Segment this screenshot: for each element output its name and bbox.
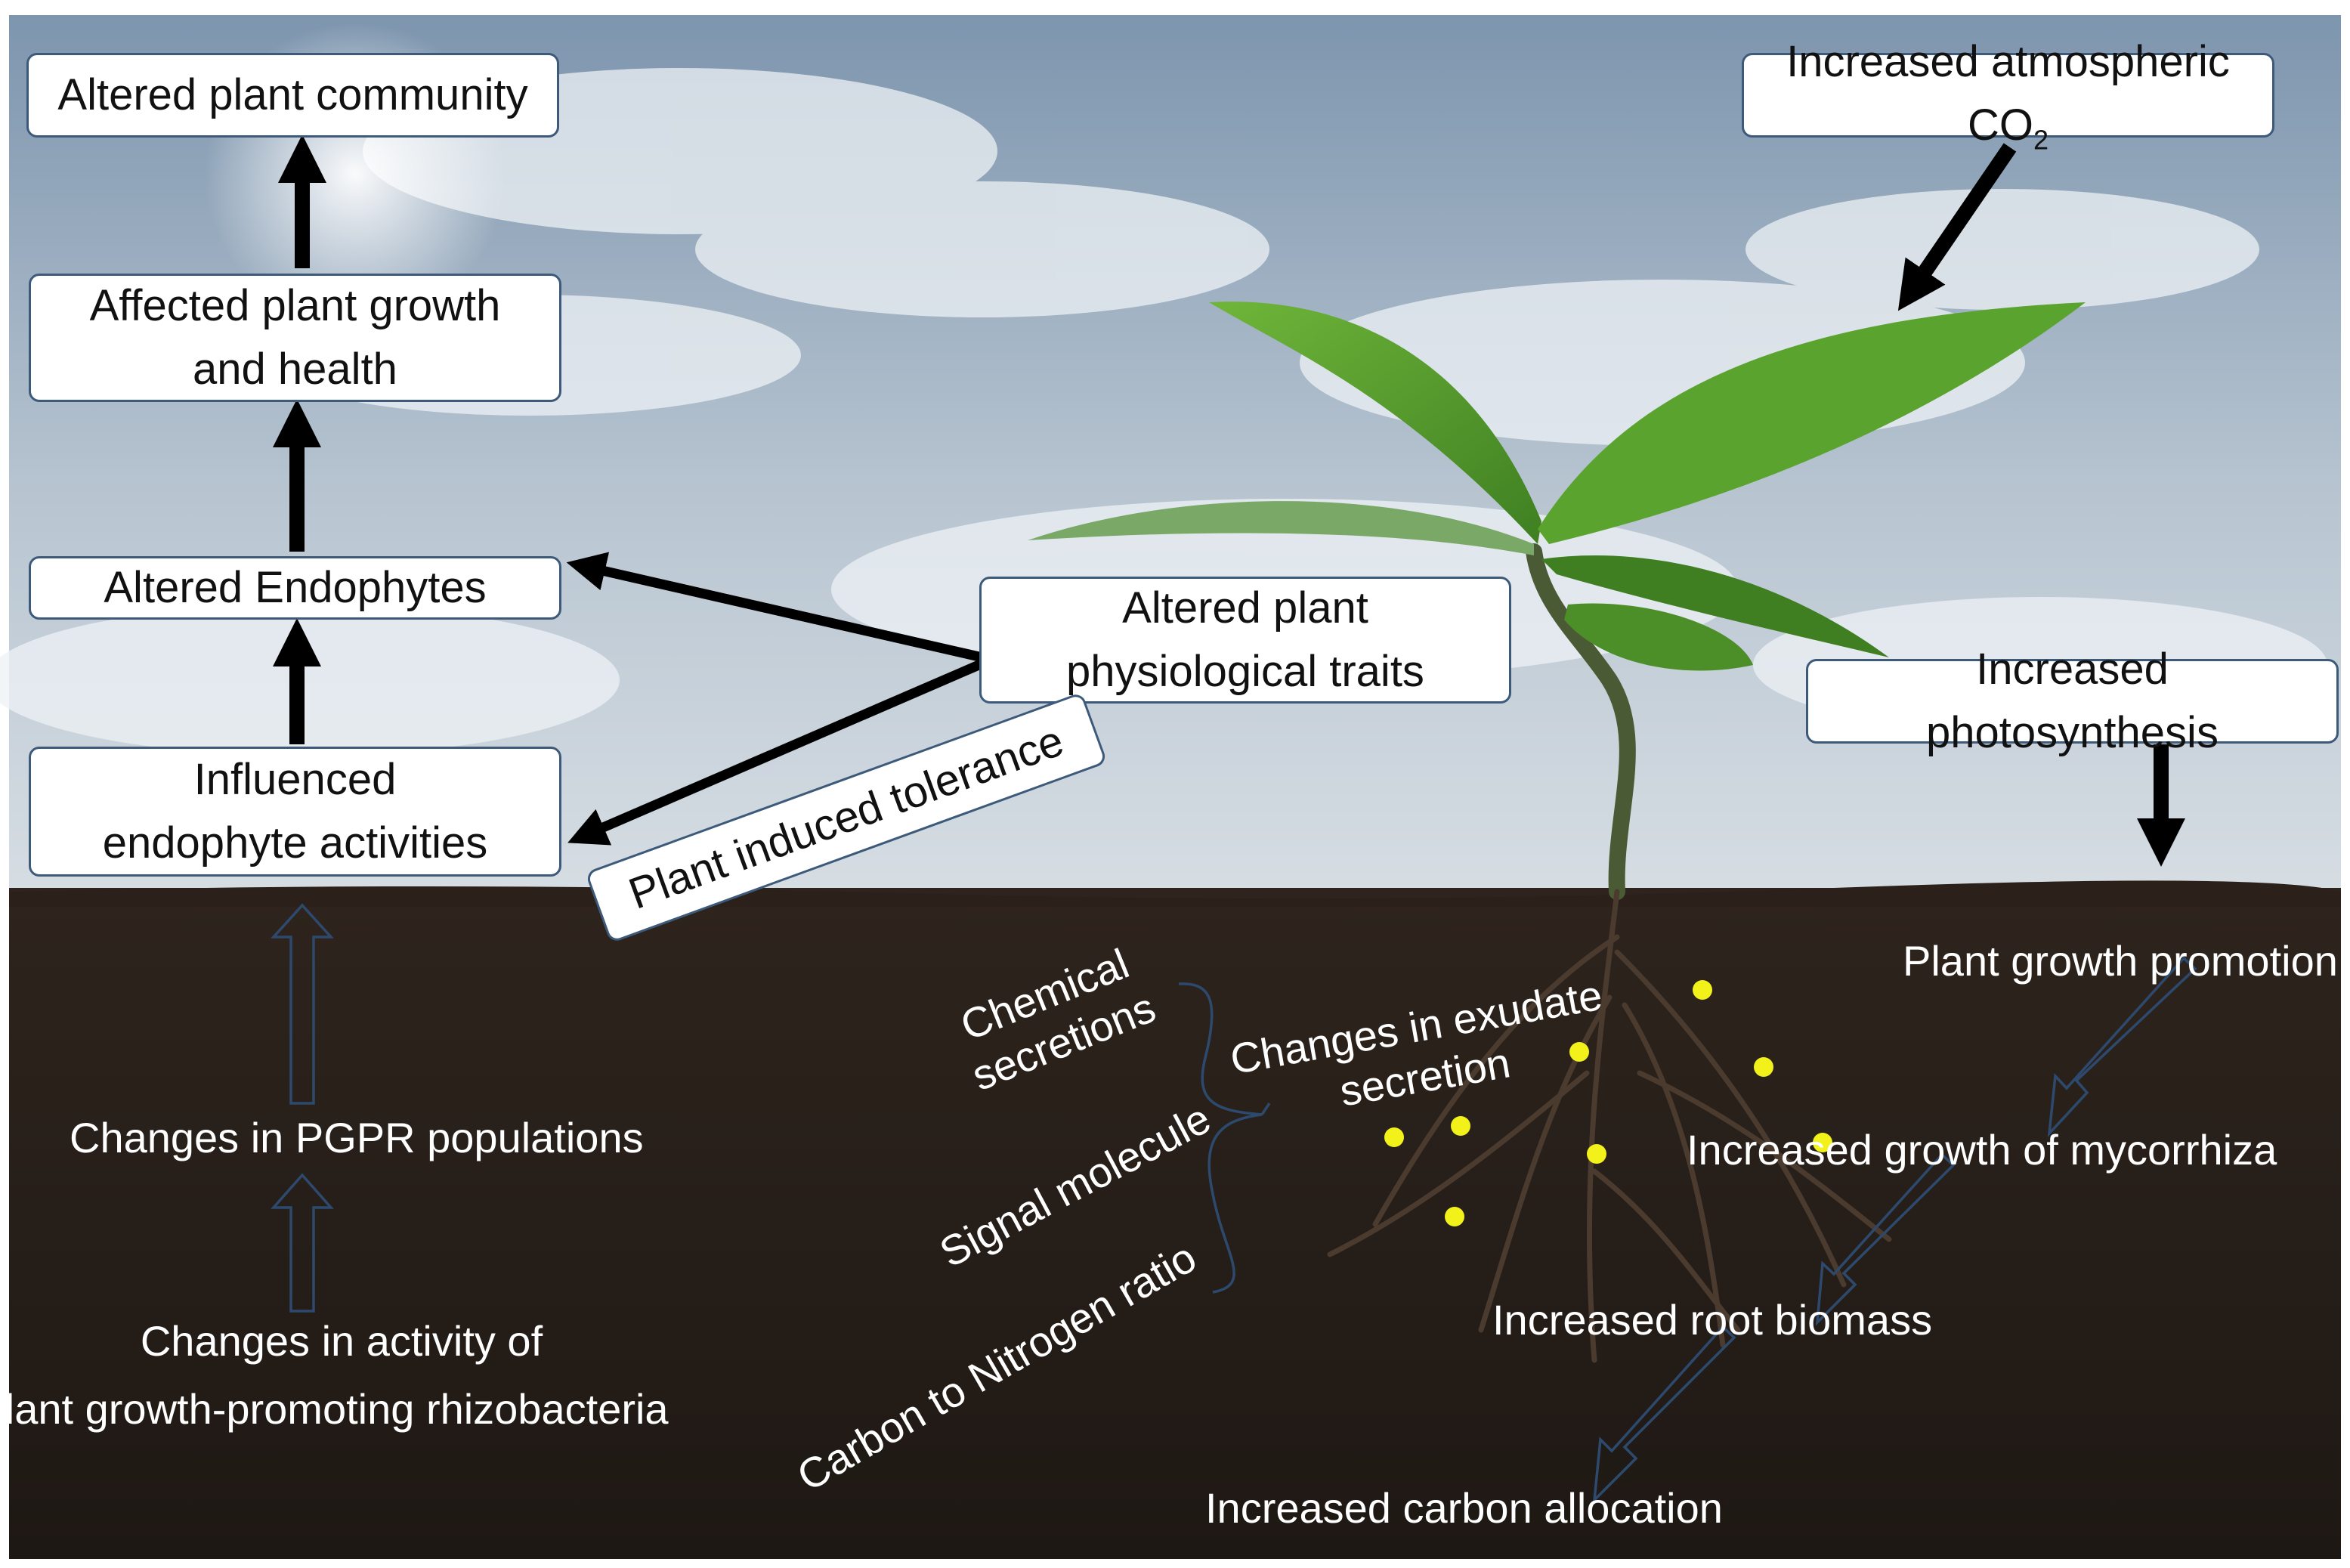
increased-carbon-allocation-label: Increased carbon allocation bbox=[1205, 1484, 1723, 1532]
soil-background bbox=[9, 888, 2341, 1559]
plant-stem bbox=[1526, 543, 1636, 900]
altered-endophytes-box: Altered Endophytes bbox=[29, 556, 561, 620]
influenced-endophyte-activities-box: Influenced endophyte activities bbox=[29, 747, 561, 877]
increased-growth-mycorrhiza-label: Increased growth of mycorrhiza bbox=[1687, 1126, 2277, 1174]
increased-co2-box: Increased atmospheric CO2 bbox=[1742, 37, 2274, 156]
affected-plant-growth-box: Affected plant growth and health bbox=[29, 274, 561, 402]
arrow-traits-to-activities bbox=[567, 659, 985, 846]
hollow-arrow-biomass-to-carbon bbox=[1592, 1325, 1736, 1504]
increased-co2-text: Increased atmospheric CO bbox=[1786, 37, 2230, 150]
altered-plant-community-label: Altered plant community bbox=[57, 70, 528, 119]
altered-physiological-traits-box: Altered plant physiological traits bbox=[979, 577, 1511, 704]
plant-leaves bbox=[1028, 302, 2086, 671]
plant-growth-promotion-label: Plant growth promotion bbox=[1903, 937, 2338, 985]
traits-arrows bbox=[566, 552, 985, 846]
grouping-brace bbox=[1178, 982, 1263, 1294]
changes-pgpr-populations-label: Changes in PGPR populations bbox=[70, 1114, 644, 1161]
brace-to-exudate bbox=[1260, 1103, 1271, 1115]
arrow-co2-to-plant bbox=[1897, 143, 2017, 311]
increased-co2-label: Increased atmospheric CO2 bbox=[1762, 30, 2254, 160]
plant-roots bbox=[1327, 889, 1892, 1363]
exudate-dots bbox=[1384, 980, 1832, 1226]
increased-photosynthesis-label: Increased photosynthesis bbox=[1926, 644, 2219, 757]
affected-plant-growth-label: Affected plant growth and health bbox=[89, 280, 501, 394]
hollow-arrow-promotion-to-mycorrhiza bbox=[2047, 956, 2197, 1138]
hollow-arrows bbox=[271, 903, 2197, 1504]
black-arrows bbox=[272, 134, 2186, 868]
influenced-endophyte-activities-label: Influenced endophyte activities bbox=[102, 754, 488, 868]
hollow-arrow-activity-up bbox=[271, 1173, 334, 1313]
arrow-traits-to-endophytes bbox=[566, 552, 984, 663]
increased-co2-subscript: 2 bbox=[2033, 124, 2049, 156]
altered-endophytes-label: Altered Endophytes bbox=[104, 562, 487, 612]
changes-activity-line2: Plant growth-promoting rhizobacteria bbox=[0, 1385, 669, 1433]
altered-plant-community-box: Altered plant community bbox=[26, 53, 559, 138]
hollow-arrow-pgpr-up bbox=[271, 903, 334, 1105]
increased-photosynthesis-box: Increased photosynthesis bbox=[1806, 645, 2339, 757]
changes-activity-line1: Changes in activity of bbox=[140, 1317, 543, 1365]
hollow-arrow-mycorrhiza-to-biomass bbox=[1815, 1152, 1956, 1326]
increased-root-biomass-label: Increased root biomass bbox=[1492, 1296, 1933, 1344]
changes-activity-pgpr-label: Changes in activity of Plant growth-prom… bbox=[0, 1307, 674, 1443]
altered-physiological-traits-label: Altered plant physiological traits bbox=[1066, 583, 1424, 696]
